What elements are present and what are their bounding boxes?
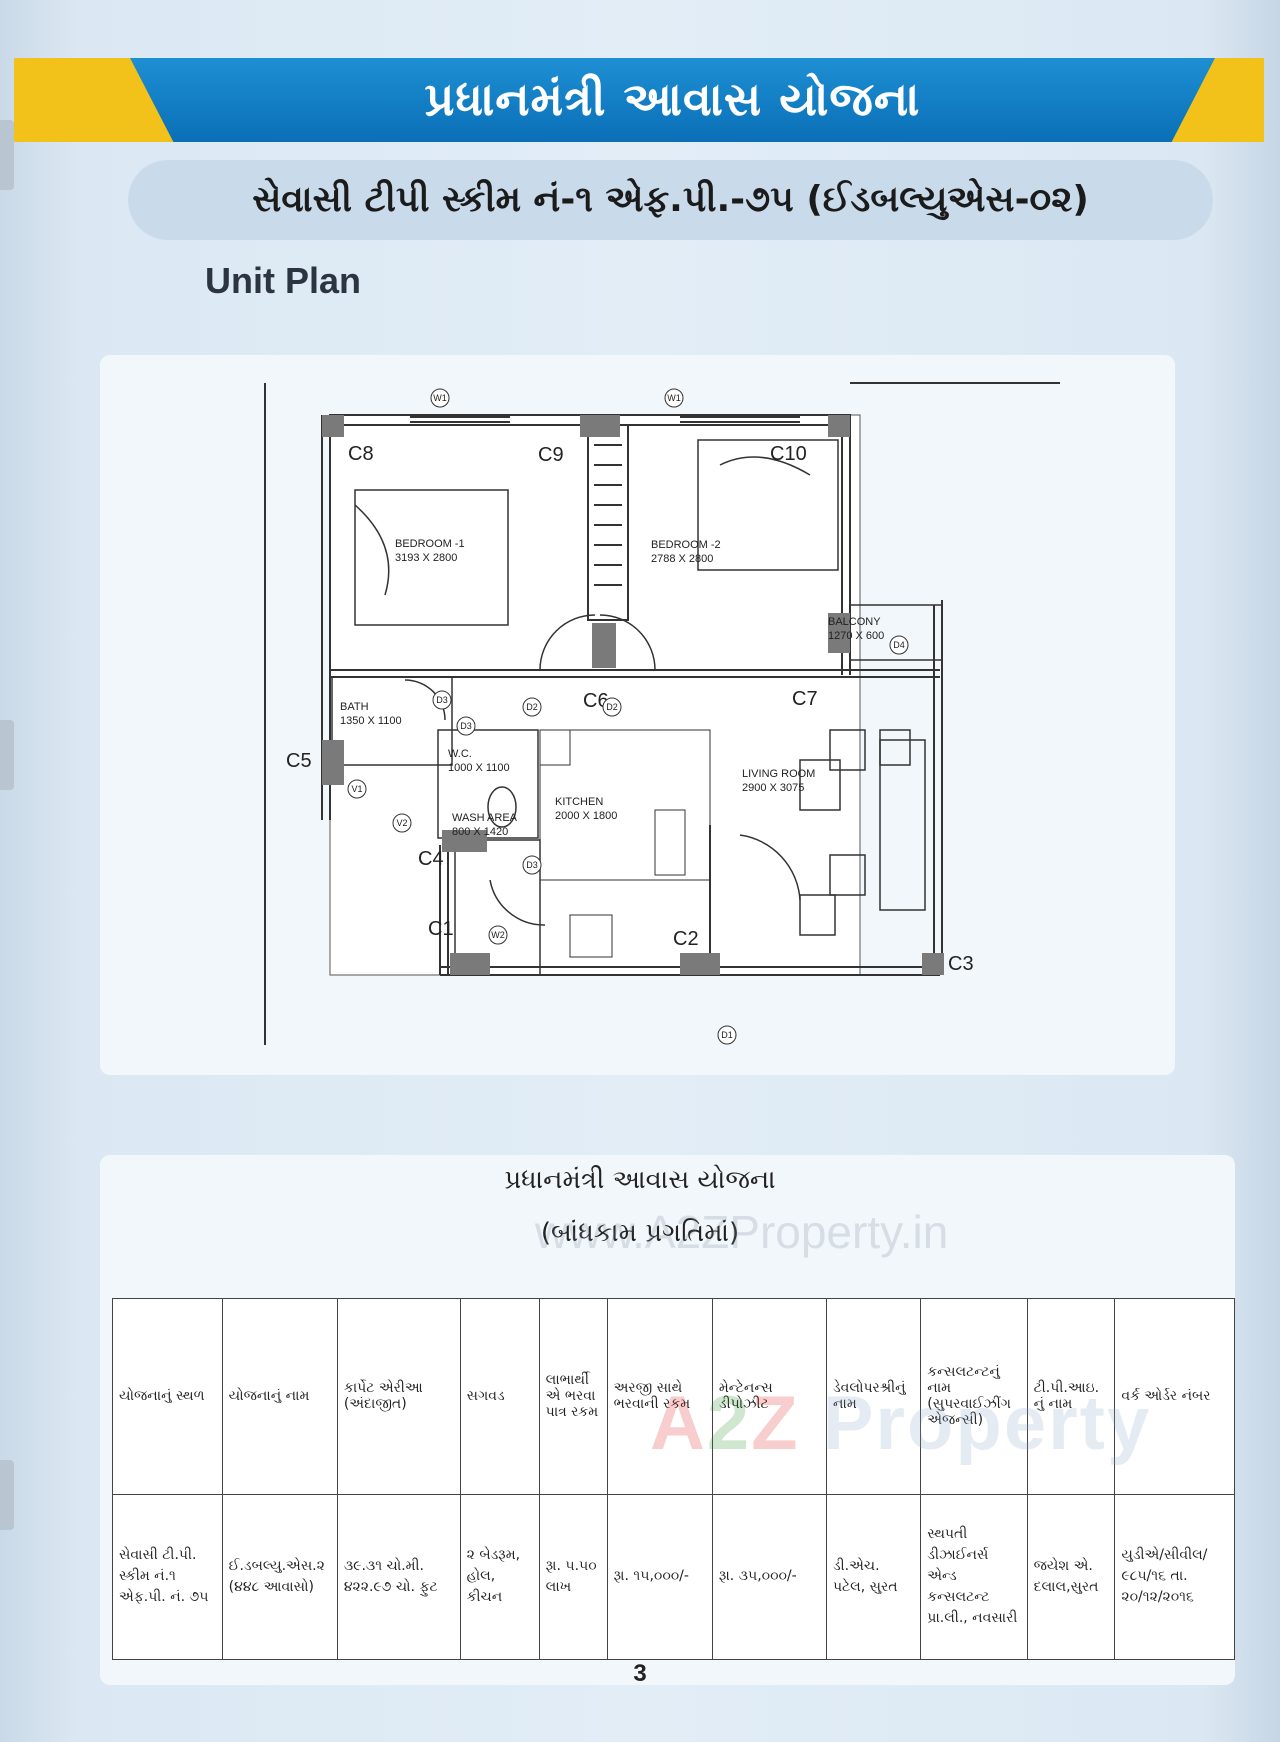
room-name: LIVING ROOM [742,768,815,780]
room-size: 800 X 1420 [452,826,508,838]
table-cell: ૨ બેડરૂમ, હોલ, કીચન [459,1493,540,1661]
room-size: 3193 X 2800 [395,552,457,564]
door-tag: D3 [526,860,538,870]
room-name: BALCONY [828,616,881,628]
table-row: સેવાસી ટી.પી. સ્કીમ નં.૧ એફ.પી. નં. ૭૫ ઈ… [112,1493,1235,1661]
window-tag: W1 [433,393,447,403]
scheme-details-table: યોજનાનું સ્થળ યોજનાનું નામ કાર્પેટ એરીઆ … [112,1298,1235,1661]
column-label: C3 [948,953,974,975]
table-cell: રૂા. ૧૫,૦૦૦/- [606,1493,713,1661]
column-label: C2 [673,928,699,950]
room-size: 1350 X 1100 [340,715,402,727]
vent-tag: V1 [351,784,362,794]
page-number: 3 [633,1660,647,1687]
column-label: C9 [538,444,564,466]
floor-plan-drawing: C1 C2 C3 C4 C5 C6 C7 C8 C9 C10 BEDROOM -… [264,382,1060,1045]
unit-plan-heading: Unit Plan [205,260,362,301]
door-tag: D1 [721,1030,733,1040]
room-size: 1270 X 600 [828,630,884,642]
binding-mark [0,720,14,790]
column-label: C8 [348,443,374,465]
subtitle-bar: સેવાસી ટીપી સ્કીમ નં-૧ એફ.પી.-૭૫ (ઈડબલ્ય… [128,160,1213,240]
door-tag: D4 [893,640,905,650]
room-size: 2900 X 3075 [742,782,804,794]
room-size: 1000 X 1100 [448,762,510,774]
column-label: C4 [418,848,444,870]
table-cell: જયેશ એ. દલાલ,સુરત [1026,1493,1116,1661]
door-tag: D2 [606,702,618,712]
door-tag: D3 [436,695,448,705]
room-name: BATH [340,701,369,713]
table-header-cell: લાભાર્થી એ ભરવા પાત્ર રકમ [538,1298,608,1495]
table-cell: સ્થપતી ડીઝાઈનર્સ એન્ડ કન્સલટન્ટ પ્રા.લી.… [920,1493,1028,1661]
room-name: WASH AREA [452,812,518,824]
column-label: C10 [770,443,807,465]
binding-mark [0,120,14,190]
room-name: BEDROOM -1 [395,538,465,550]
table-cell: ૩૯.૩૧ ચો.મી. ૪૨૨.૯૭ ચો. ફુટ [336,1493,461,1661]
logo-letter: 2 [706,1381,752,1466]
door-tag: D2 [526,702,538,712]
column-label: C1 [428,918,454,940]
room-size: 2000 X 1800 [555,810,617,822]
logo-word: Property [799,1381,1152,1466]
window-tag: W2 [491,930,505,940]
table-cell: ઈ.ડબલ્યુ.એસ.૨ (૪૪૮ આવાસો) [221,1493,338,1661]
table-header-cell: કન્સલટન્ટનું નામ (સુપરવાઈઝીંગ એજન્સી) [920,1298,1028,1495]
site-watermark: www.A2ZProperty.in [535,1206,949,1258]
room-name: KITCHEN [555,796,603,808]
logo-letter: Z [751,1381,800,1466]
table-header-cell: યોજનાનું નામ [221,1298,338,1495]
column-label: C5 [286,750,312,772]
column-label: C7 [792,688,818,710]
table-header-cell: કાર્પેટ એરીઆ (અંદાજીત) [336,1298,461,1495]
room-name: W.C. [448,748,472,760]
room-name: BEDROOM -2 [651,539,721,551]
binding-mark [0,1460,14,1530]
scheme-subtitle: સેવાસી ટીપી સ્કીમ નં-૧ એફ.પી.-૭૫ (ઈડબલ્ય… [252,179,1089,220]
table-header-cell: ટી.પી.આઇ. નું નામ [1026,1298,1116,1495]
vent-tag: V2 [396,818,407,828]
header-banner: પ્રધાનમંત્રી આવાસ યોજના [130,58,1215,142]
table-title: પ્રધાનમંત્રી આવાસ યોજના [504,1165,776,1195]
table-cell: યુડીએ/સીવીલ/ ૯૮૫/૧૬ તા. ૨૦/૧૨/૨૦૧૬ [1114,1493,1235,1661]
structural-columns [322,415,944,975]
table-header-cell: અરજી સાથે ભરવાની રકમ [606,1298,713,1495]
table-cell: રૂા. ૫.૫૦ લાખ [538,1493,608,1661]
column-label: C6 [583,690,609,712]
table-header-cell: ડેવલોપરશ્રીનું નામ [825,1298,922,1495]
table-header-cell: યોજનાનું સ્થળ [112,1298,223,1495]
brand-logo-watermark: A2Z Property [650,1380,1151,1467]
room-size: 2788 X 2800 [651,553,713,565]
logo-letter: A [650,1381,707,1466]
door-tag: D3 [460,721,472,731]
table-header-cell: સગવડ [459,1298,540,1495]
window-tag: W1 [667,393,681,403]
table-cell: રૂા. ૩૫,૦૦૦/- [711,1493,827,1661]
table-cell: સેવાસી ટી.પી. સ્કીમ નં.૧ એફ.પી. નં. ૭૫ [112,1493,223,1661]
table-cell: ડી.એચ. પટેલ, સુરત [825,1493,922,1661]
page-title: પ્રધાનમંત્રી આવાસ યોજના [424,72,921,126]
table-subtitle: (બાંધકામ પ્રગતિમાં) [540,1218,740,1248]
table-header-cell: વર્ક ઓર્ડર નંબર [1114,1298,1235,1495]
